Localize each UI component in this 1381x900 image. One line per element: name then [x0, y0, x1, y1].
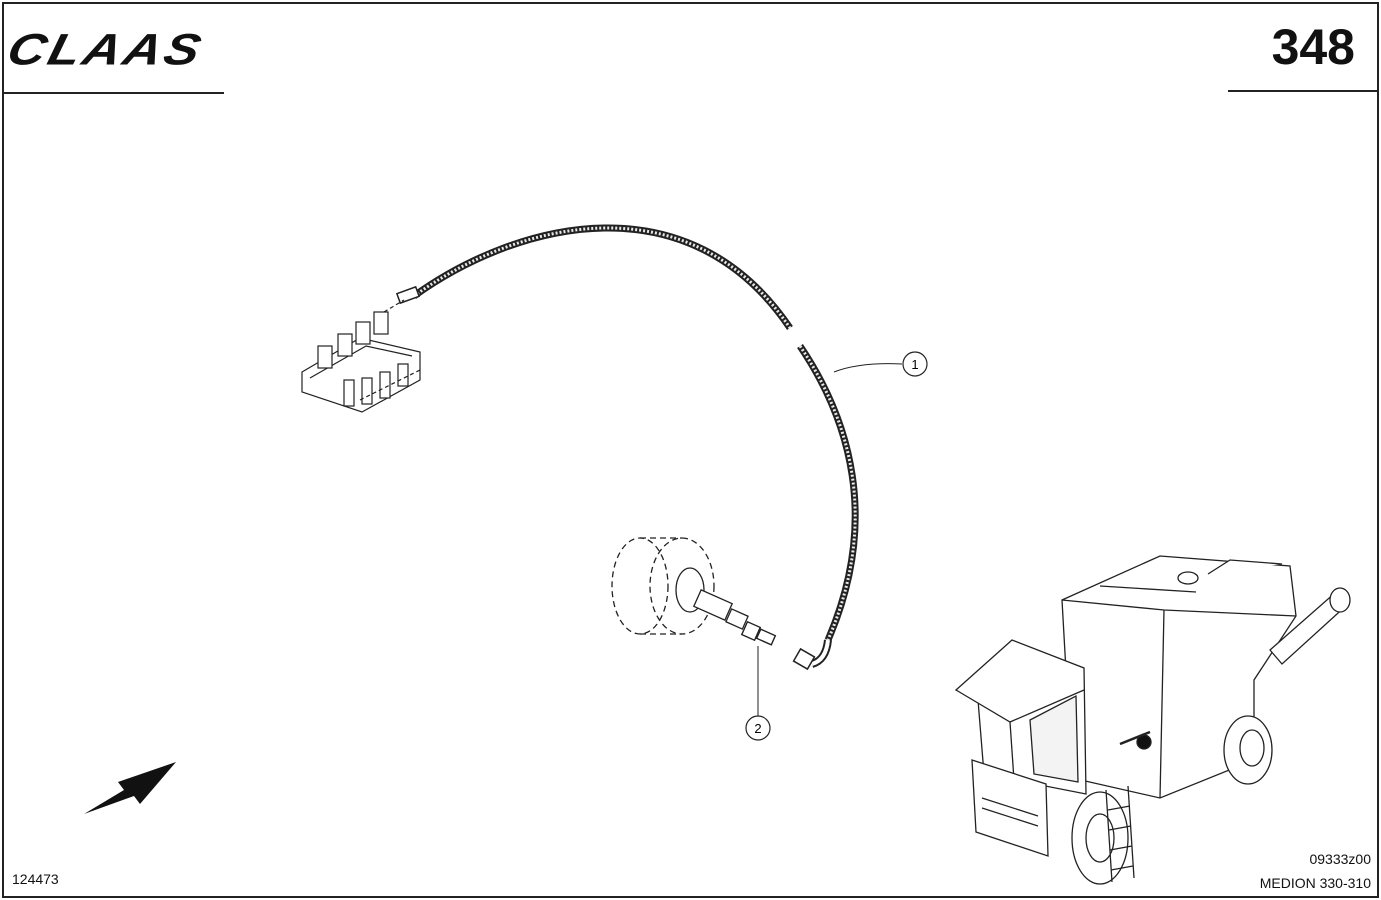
document-number: 124473	[12, 871, 59, 887]
callout-1: 1	[833, 351, 928, 377]
control-valve-block	[301, 299, 421, 413]
callout-1-label: 1	[911, 357, 918, 372]
page-number: 348	[1271, 19, 1355, 75]
hydraulic-motor	[611, 537, 749, 635]
callout-2-label: 2	[754, 721, 761, 736]
drawing-id: 09333z00	[1309, 851, 1371, 867]
model-name: MEDION 330-310	[1259, 875, 1371, 891]
combine-harvester-locator-icon	[954, 555, 1351, 885]
fitting	[740, 620, 777, 646]
callout-2: 2	[745, 646, 771, 741]
brand-logo: CLAAS	[2, 25, 209, 75]
direction-arrow-icon	[84, 762, 176, 814]
hydraulic-hose	[395, 224, 859, 671]
